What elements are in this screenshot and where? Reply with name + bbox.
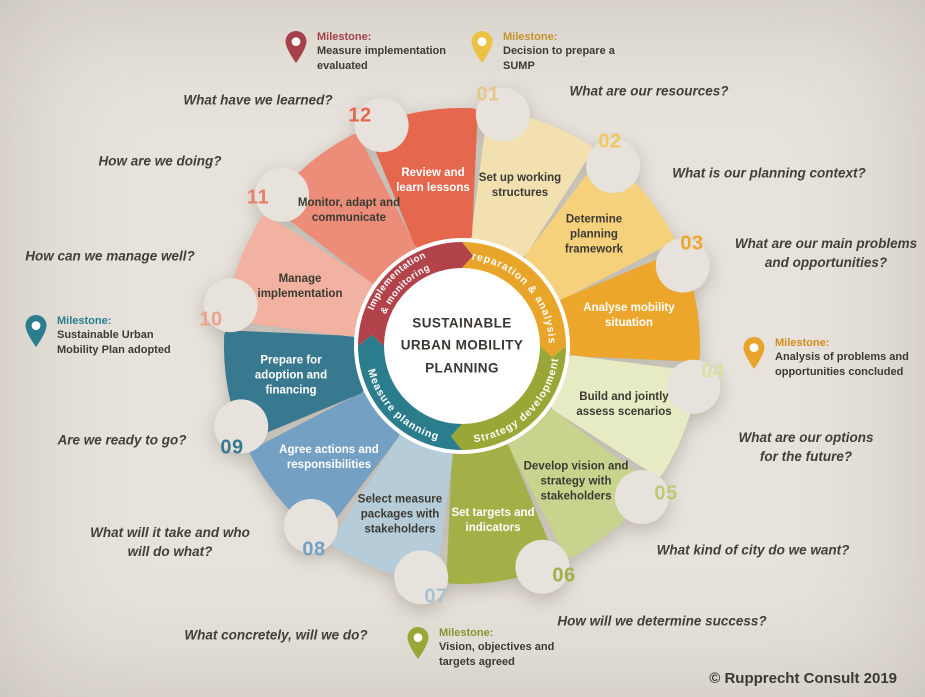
step-label-02: Determine planning framework: [564, 213, 624, 256]
step-label-09: Prepare for adoption and financing: [254, 354, 328, 397]
copyright: © Rupprecht Consult 2019: [709, 670, 897, 687]
step-number-09: 09: [220, 436, 244, 459]
milestone-plan-adopted: Milestone: Sustainable Urban Mobility Pl…: [24, 314, 193, 357]
milestone-pin-icon: [743, 337, 765, 369]
question-who-will-do-what: What will it take and who will do what?: [90, 525, 250, 559]
step-number-05: 05: [654, 482, 678, 505]
question-options-future: What are our options for the future?: [738, 430, 874, 464]
milestone-text: Vision, objectives and targets agreed: [439, 641, 555, 668]
number-notch: [214, 399, 269, 454]
question-manage-well: How can we manage well?: [25, 248, 195, 264]
step-number-10: 10: [199, 308, 223, 331]
question-how-are-we-doing: How are we doing?: [98, 153, 222, 169]
step-number-11: 11: [246, 186, 270, 209]
milestone-text: Decision to prepare a SUMP: [503, 45, 615, 72]
wheel-center-title: SUSTAINABLE URBAN MOBILITY PLANNING: [387, 313, 537, 380]
step-label-12: Review and learn lessons: [396, 167, 470, 194]
number-notch: [666, 359, 721, 414]
question-problems-opportunities: What are our main problems and opportuni…: [734, 236, 918, 270]
milestone-analysis-concluded: Milestone: Analysis of problems and oppo…: [742, 336, 925, 379]
center-title-line-2: URBAN MOBILITY: [400, 337, 524, 353]
step-label-04: Build and jointly assess scenarios: [576, 391, 672, 418]
step-label-06: Set targets and indicators: [451, 507, 535, 534]
petal-notches: [203, 87, 721, 605]
step-number-04: 04: [701, 360, 725, 383]
question-planning-context: What is our planning context?: [672, 165, 866, 181]
step-number-01: 01: [476, 83, 500, 106]
step-number-02: 02: [598, 130, 622, 153]
question-determine-success: How will we determine success?: [557, 613, 767, 629]
milestone-pin-icon: [407, 627, 429, 659]
milestone-text: Sustainable Urban Mobility Plan adopted: [57, 329, 171, 356]
phase-arc-2: [450, 346, 566, 450]
milestone-label: Milestone:: [439, 627, 494, 639]
question-what-learned: What have we learned?: [183, 92, 333, 108]
milestone-decision-sump: Milestone: Decision to prepare a SUMP: [470, 30, 625, 73]
milestone-label: Milestone:: [317, 31, 372, 43]
ring-backdrop: [354, 238, 570, 454]
step-label-08: Agree actions and responsibilities: [279, 444, 379, 471]
step-label-07: Select measure packages with stakeholder…: [357, 493, 443, 536]
number-notch: [354, 98, 409, 153]
milestone-pin-icon: [285, 31, 307, 63]
phase-arc-1: [462, 242, 566, 358]
milestone-label: Milestone:: [775, 337, 830, 349]
question-ready-to-go: Are we ready to go?: [57, 432, 187, 448]
milestone-pin-icon: [471, 31, 493, 63]
center-title-line-1: SUSTAINABLE: [412, 315, 512, 331]
number-notch: [655, 238, 710, 293]
number-notch: [515, 539, 570, 594]
step-label-03: Analyse mobility situation: [583, 302, 675, 329]
step-label-10: Manage implementation: [257, 273, 343, 300]
question-kind-of-city: What kind of city do we want?: [656, 542, 850, 558]
number-notch: [586, 139, 641, 193]
question-concretely: What concretely, will we do?: [184, 627, 368, 643]
phase-arc-4: [358, 242, 474, 346]
number-notch: [203, 278, 258, 333]
step-number-08: 08: [302, 538, 326, 561]
number-notch: [394, 550, 449, 605]
milestone-label: Milestone:: [503, 31, 558, 43]
milestone-pin-icon: [25, 315, 47, 347]
milestone-text: Analysis of problems and opportunities c…: [775, 351, 909, 378]
step-number-06: 06: [552, 564, 576, 587]
step-label-01: Set up working structures: [478, 172, 562, 199]
phase-arc-3: [358, 334, 462, 450]
step-label-05: Develop vision and strategy with stakeho…: [523, 460, 629, 503]
milestone-label: Milestone:: [57, 315, 112, 327]
question-resources: What are our resources?: [569, 83, 729, 99]
milestone-vision-agreed: Milestone: Vision, objectives and target…: [406, 626, 579, 669]
step-number-07: 07: [424, 585, 448, 608]
milestone-text: Measure implementation evaluated: [317, 45, 446, 72]
number-notch: [255, 167, 309, 222]
milestone-implementation-evaluated: Milestone: Measure implementation evalua…: [284, 30, 467, 73]
number-notch: [615, 470, 669, 525]
center-title-line-3: PLANNING: [425, 360, 499, 376]
number-notch: [283, 499, 338, 553]
number-notch: [475, 87, 530, 142]
step-label-11: Monitor, adapt and communicate: [297, 197, 401, 224]
step-number-03: 03: [680, 232, 704, 255]
step-number-12: 12: [348, 104, 372, 127]
